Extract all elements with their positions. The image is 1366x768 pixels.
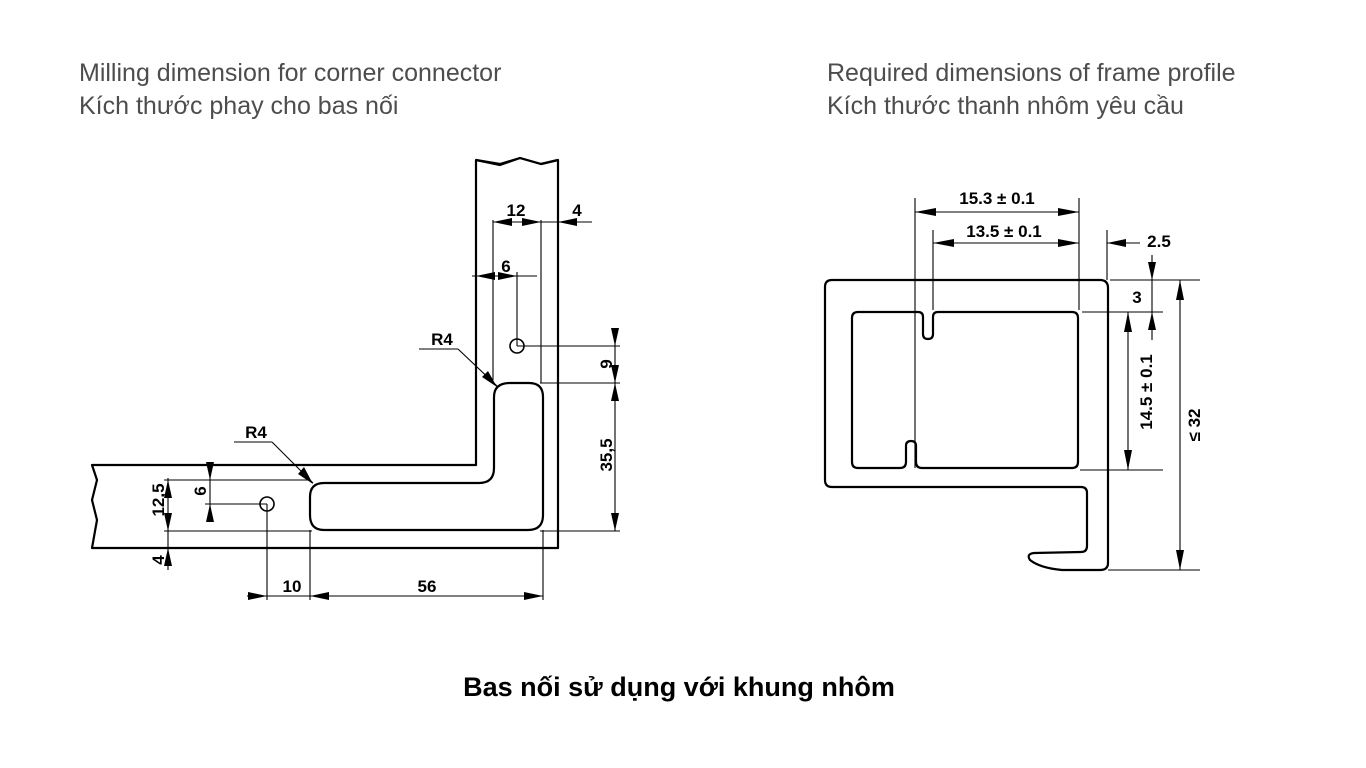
dim-width-12-5: 12,5 [149, 483, 168, 516]
dim-height-max-32: ≤ 32 [1185, 409, 1204, 442]
dim-length-56: 56 [418, 577, 437, 596]
left-drawing-title: Milling dimension for corner connector K… [79, 57, 501, 123]
dim-height-14-5: 14.5 ± 0.1 [1137, 354, 1156, 430]
dim-width-12: 12 [507, 201, 526, 220]
dim-hole-offset-6-left: 6 [191, 486, 210, 495]
dim-hole-10: 10 [283, 577, 302, 596]
dim-width-13-5: 13.5 ± 0.1 [966, 222, 1042, 241]
dim-edge-4-top: 4 [572, 201, 582, 220]
dim-wall-3: 3 [1132, 288, 1141, 307]
frame-profile-inner [850, 310, 1080, 470]
right-drawing-frame-profile: 15.3 ± 0.1 13.5 ± 0.1 2.5 3 14.5 ± 0.1 ≤… [823, 189, 1204, 572]
milling-pocket-outline [308, 381, 545, 532]
dim-offset-2-5: 2.5 [1147, 232, 1171, 251]
right-drawing-title: Required dimensions of frame profile Kíc… [827, 57, 1236, 123]
dim-radius-lower-r4: R4 [245, 423, 267, 442]
dim-height-35-5: 35,5 [597, 438, 616, 471]
dim-hole-9: 9 [597, 359, 616, 368]
break-line-top [475, 156, 559, 167]
dim-edge-4-left: 4 [149, 555, 168, 565]
frame-profile-outer [823, 278, 1110, 572]
dim-radius-upper-r4: R4 [431, 330, 453, 349]
right-title-vi: Kích thước thanh nhôm yêu cầu [827, 92, 1184, 120]
left-drawing-milling: 12 4 6 9 35,5 R4 R4 [90, 156, 620, 600]
dim-hole-offset-6: 6 [501, 257, 510, 276]
left-title-vi: Kích thước phay cho bas nối [79, 92, 399, 120]
figure-caption: Bas nối sử dụng với khung nhôm [463, 672, 895, 702]
dim-width-15-3: 15.3 ± 0.1 [959, 189, 1035, 208]
left-title-en: Milling dimension for corner connector [79, 59, 502, 87]
right-title-en: Required dimensions of frame profile [827, 59, 1236, 87]
